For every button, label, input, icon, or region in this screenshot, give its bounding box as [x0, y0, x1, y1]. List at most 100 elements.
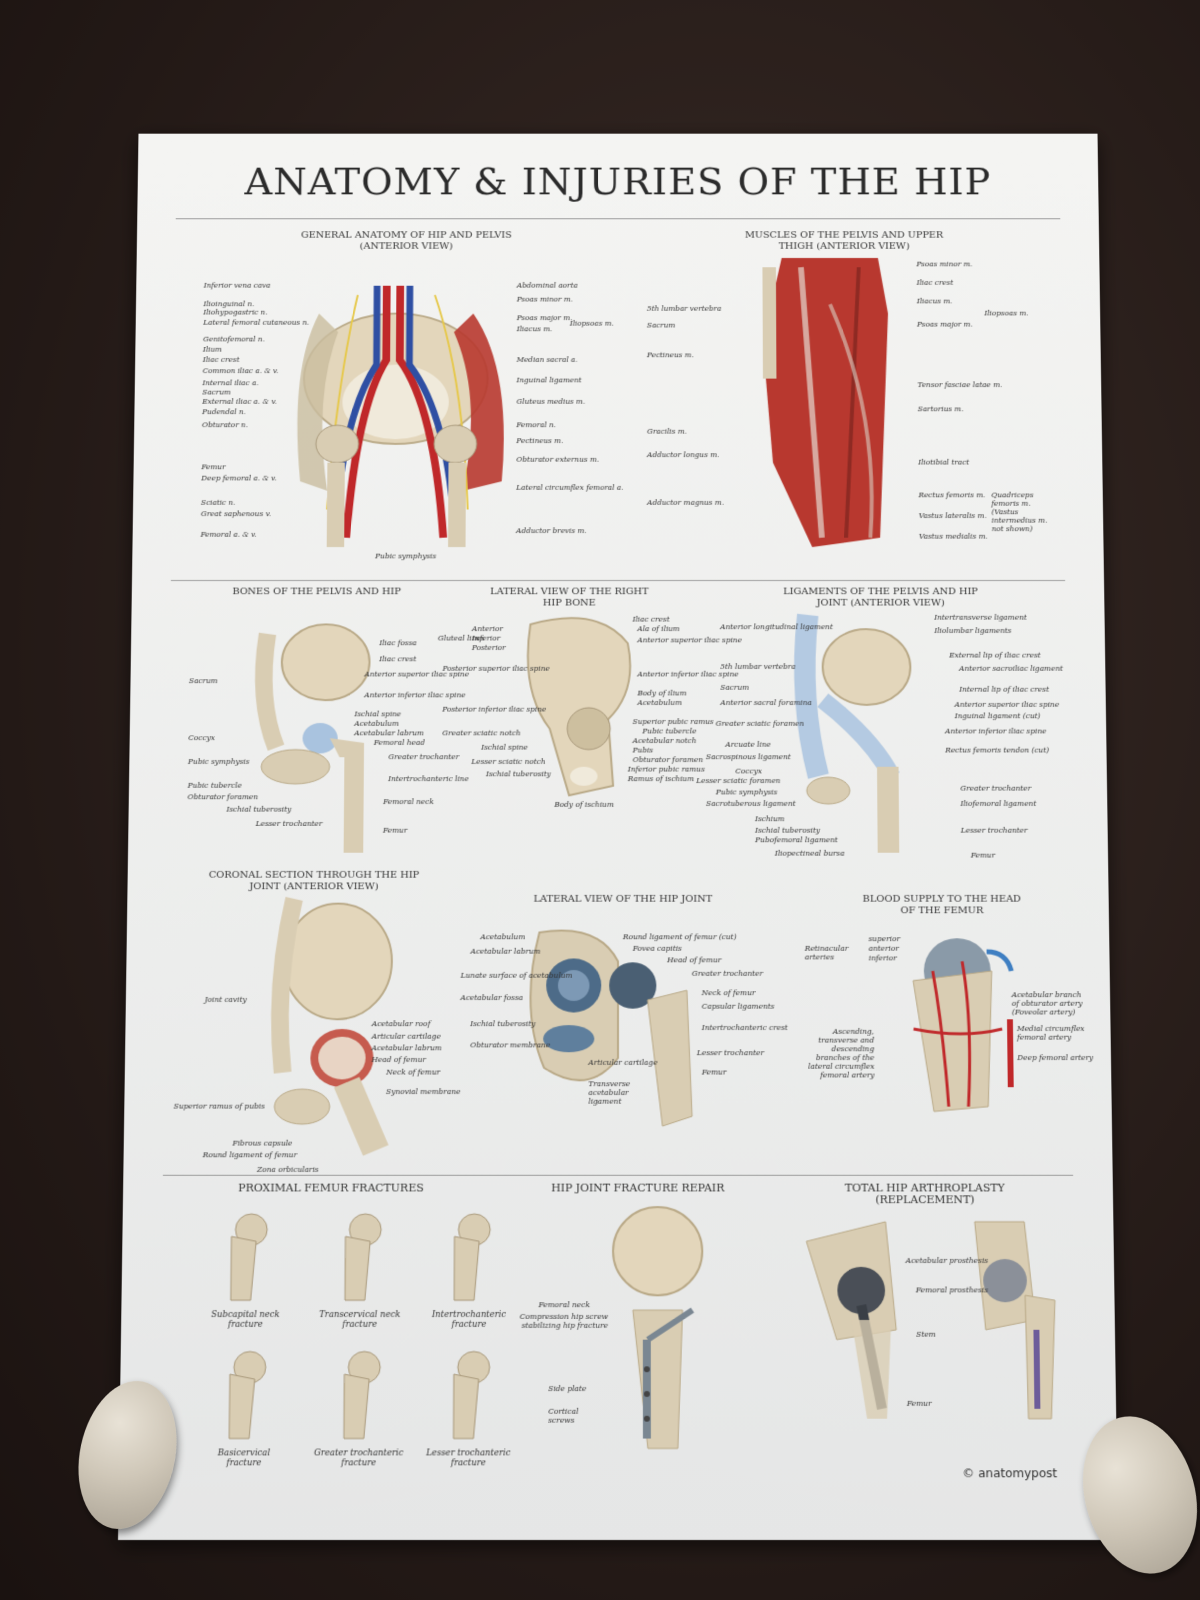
label: Ilioinguinal n.	[203, 299, 255, 308]
divider	[170, 580, 1066, 581]
label: Iliopectineal bursa	[774, 848, 845, 858]
label: Ischial tuberosity	[226, 804, 292, 814]
label: Acetabular labrum	[371, 1043, 442, 1053]
label: Fibrous capsule	[232, 1138, 293, 1148]
label: Ascending, transverse and descending bra…	[808, 1027, 875, 1080]
label: Pubofemoral ligament	[755, 835, 838, 845]
label: Posterior superior iliac spine	[442, 664, 550, 673]
label: Inguinal ligament	[516, 375, 582, 385]
label: Greater trochanter	[691, 969, 763, 978]
label: Pubic symphysis	[715, 787, 778, 797]
pelvis-bones-illustration	[167, 587, 462, 853]
label: Median sacral a.	[516, 355, 578, 364]
label: Femoral neck	[383, 797, 434, 806]
label: Sacrotuberous ligament	[706, 799, 796, 808]
label: Psoas minor m.	[516, 295, 573, 304]
label: Round ligament of femur (cut)	[622, 932, 737, 942]
divider	[175, 218, 1061, 220]
label: Acetabulum	[480, 932, 526, 942]
label: Sacrospinous ligament	[705, 752, 791, 762]
label: Capsular ligaments	[701, 1001, 775, 1011]
label: Acetabular branch of obturator artery (F…	[1011, 990, 1083, 1017]
label: External lip of iliac crest	[949, 650, 1041, 660]
label: Iliac crest	[202, 355, 240, 364]
label: Pubic tubercle	[642, 726, 697, 736]
label: superior	[868, 934, 901, 944]
label: Sacrum	[188, 676, 218, 685]
coronal-section-illustration	[163, 870, 461, 1180]
pelvis-vessels-illustration	[296, 230, 505, 575]
label: Internal lip of iliac crest	[959, 684, 1050, 694]
label: Common iliac a. & v.	[202, 366, 279, 375]
label: Femoral n.	[516, 420, 557, 429]
label: 5th lumbar vertebra	[646, 304, 722, 313]
label: Iliofemoral ligament	[960, 799, 1037, 808]
label: Abdominal aorta	[516, 281, 578, 290]
label: Obturator foramen	[632, 755, 704, 764]
label: Femoral neck	[538, 1300, 590, 1310]
label: Iliohypogastric n.	[203, 307, 268, 317]
label: Lesser trochanter	[696, 1048, 764, 1058]
label: Obturator membrane	[470, 1040, 551, 1050]
label: Fovea capitis	[632, 944, 682, 953]
label: Posterior inferior iliac spine	[442, 704, 547, 714]
anatomy-poster: ANATOMY & INJURIES OF THE HIP GENERAL AN…	[118, 133, 1118, 1540]
label: Tensor fasciae latae m.	[917, 380, 1003, 389]
label: Lesser trochanter	[960, 825, 1028, 835]
label: Zona orbicularis	[256, 1165, 319, 1174]
label: Acetabular fossa	[460, 993, 524, 1002]
label: Posterior	[471, 643, 506, 652]
label: Articular cartilage	[371, 1031, 441, 1041]
label: Lesser trochanter	[255, 819, 323, 828]
label: Ischial tuberosity	[755, 825, 820, 835]
label: Intertrochanteric crest	[701, 1023, 788, 1032]
copyright-text: © anatomypost	[962, 1466, 1058, 1481]
label: Acetabular prosthesis	[905, 1256, 989, 1265]
label: Iliopsoas m.	[569, 319, 614, 328]
label: Rectus femoris m.	[918, 490, 986, 500]
label: Inferior vena cava	[203, 281, 271, 290]
label: Femur	[201, 462, 226, 472]
label: Gluteus medius m.	[516, 397, 586, 406]
label: Psoas minor m.	[916, 259, 973, 269]
label: Obturator externus m.	[516, 455, 600, 464]
label: Ischium	[755, 814, 785, 824]
label: Pudendal n.	[202, 407, 246, 416]
label: Ischial spine	[481, 742, 528, 752]
label: Sacrum	[646, 320, 676, 330]
label: Coccyx	[735, 766, 762, 776]
label: Intertransverse ligament	[934, 613, 1027, 622]
femoral-head-blood-supply-illustration	[795, 938, 1093, 1175]
label: Great saphenous v.	[200, 509, 272, 518]
label: External iliac a. & v.	[202, 397, 277, 406]
label: Pubis	[632, 745, 654, 755]
panel-arthroplasty: TOTAL HIP ARTHROPLASTY (REPLACEMENT) Ace…	[766, 1182, 1087, 1479]
label: Iliolumbar ligaments	[934, 626, 1012, 635]
label: Femur	[906, 1398, 932, 1408]
label: Articular cartilage	[588, 1058, 658, 1067]
panel-bones: BONES OF THE PELVIS AND HIP Sacrum Coccy…	[167, 587, 469, 872]
panel-coronal-section: CORONAL SECTION THROUGH THE HIP JOINT (A…	[163, 870, 461, 1180]
label: Inguinal ligament (cut)	[954, 711, 1041, 721]
label: Vastus lateralis m.	[918, 511, 987, 520]
label: Anterior	[471, 624, 503, 633]
label: Head of femur	[371, 1055, 426, 1064]
label: Ala of ilium	[637, 624, 680, 633]
label: Iliacus m.	[916, 296, 953, 306]
label: Ischial tuberosity	[470, 1019, 536, 1029]
label: Rectus femoris tendon (cut)	[945, 745, 1050, 755]
label: Iliac crest	[379, 654, 417, 664]
label: Pectineus m.	[646, 350, 694, 360]
hip-joint-lateral-illustration	[460, 894, 786, 1175]
label: Synovial membrane	[386, 1087, 461, 1096]
hip-bone-lateral-illustration	[442, 587, 697, 872]
label: Anterior sacroiliac ligament	[959, 664, 1063, 673]
label: Acetabular labrum	[470, 946, 541, 956]
label: Sacrum	[720, 683, 750, 692]
label: Lateral circumflex femoral a.	[516, 483, 624, 492]
label: Femur	[970, 850, 996, 860]
panel-fracture-repair: HIP JOINT FRACTURE REPAIR Femoral neck C…	[518, 1182, 758, 1479]
fracture-caption: Greater trochanteric fracture	[313, 1448, 404, 1469]
label: Transverse acetabular ligament	[588, 1079, 631, 1106]
label: Anterior sacral foramina	[720, 698, 812, 707]
